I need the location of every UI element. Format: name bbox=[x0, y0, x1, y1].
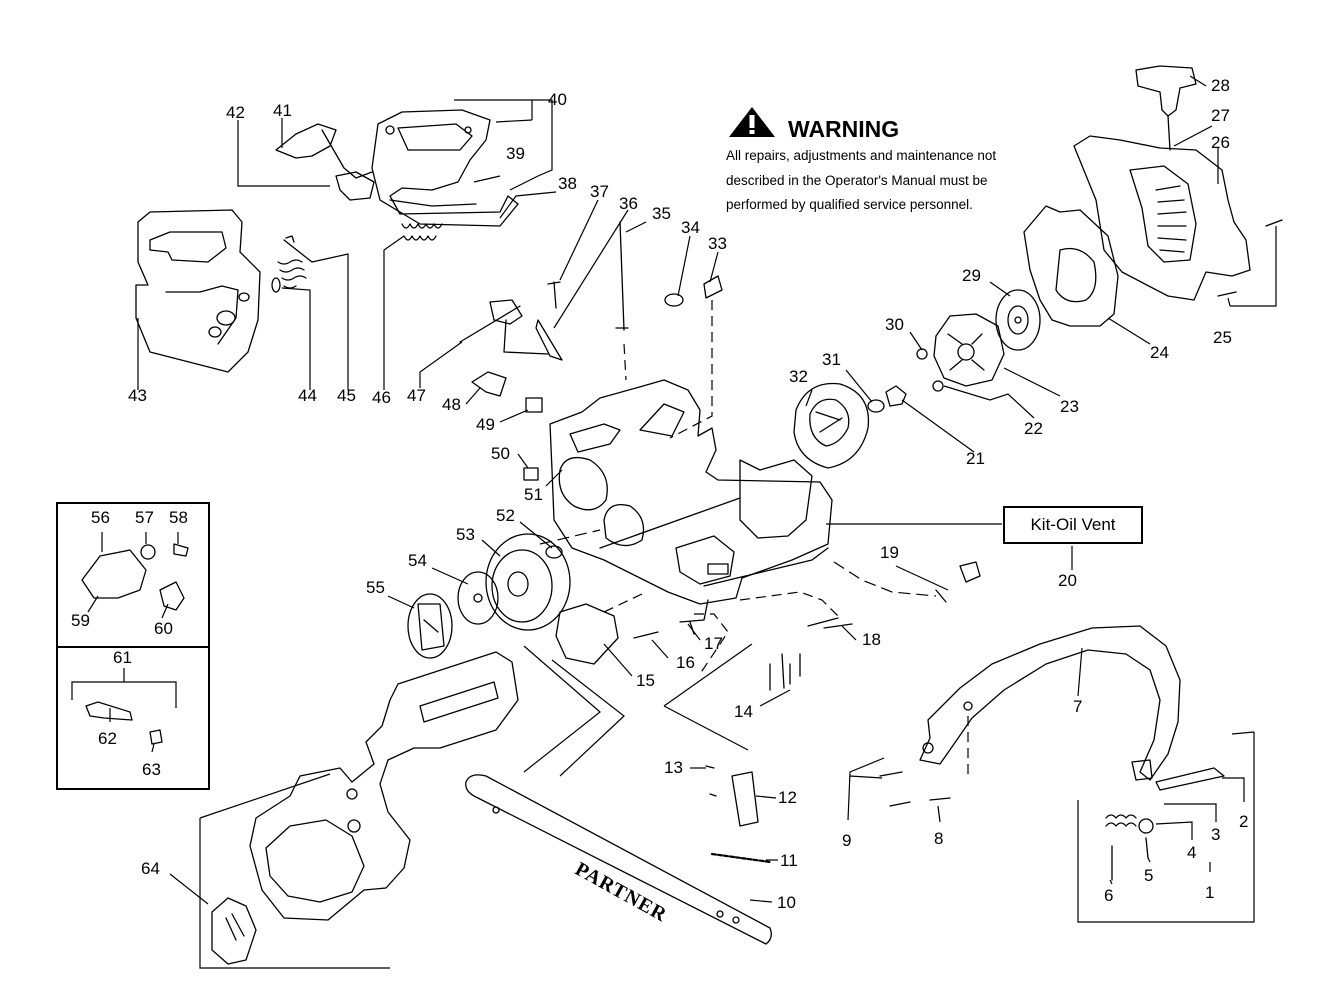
clutch-part bbox=[407, 593, 453, 659]
part-number-23: 23 bbox=[1060, 397, 1079, 416]
part-number-8: 8 bbox=[934, 829, 944, 848]
crankcase-part bbox=[549, 379, 833, 605]
part-number-56: 56 bbox=[91, 508, 110, 527]
part-number-55: 55 bbox=[366, 578, 385, 597]
part-number-38: 38 bbox=[558, 174, 577, 193]
part-number-2: 2 bbox=[1239, 812, 1249, 831]
part-number-9: 9 bbox=[842, 831, 852, 850]
part-number-21: 21 bbox=[966, 449, 985, 468]
part-number-53: 53 bbox=[456, 525, 475, 544]
sprocket-cover-part bbox=[249, 651, 519, 921]
part-number-58: 58 bbox=[169, 508, 188, 527]
part-number-39: 39 bbox=[506, 144, 525, 163]
part-number-18: 18 bbox=[862, 630, 881, 649]
part-number-27: 27 bbox=[1211, 106, 1230, 125]
starter-pawl-part bbox=[933, 313, 1005, 387]
part-number-26: 26 bbox=[1211, 133, 1230, 152]
part-number-42: 42 bbox=[226, 103, 245, 122]
part-number-16: 16 bbox=[676, 653, 695, 672]
part-number-62: 62 bbox=[98, 729, 117, 748]
part-number-59: 59 bbox=[71, 611, 90, 630]
guide-bar-part bbox=[465, 774, 772, 945]
part-number-51: 51 bbox=[524, 485, 543, 504]
part-number-44: 44 bbox=[298, 386, 317, 405]
part-number-52: 52 bbox=[496, 506, 515, 525]
part-number-31: 31 bbox=[822, 350, 841, 369]
warning-line-1: All repairs, adjustments and maintenance… bbox=[726, 148, 997, 163]
part-number-19: 19 bbox=[880, 543, 899, 562]
part-number-48: 48 bbox=[442, 395, 461, 414]
part-number-34: 34 bbox=[681, 218, 700, 237]
inset-box-lower bbox=[56, 646, 210, 790]
part-number-33: 33 bbox=[708, 234, 727, 253]
starter-grip-part bbox=[1135, 65, 1197, 117]
part-number-30: 30 bbox=[885, 315, 904, 334]
rear-handle-part bbox=[135, 209, 261, 373]
washer-54-part bbox=[457, 571, 499, 625]
spring-44-part bbox=[277, 259, 307, 289]
part-number-25: 25 bbox=[1213, 328, 1232, 347]
part-number-35: 35 bbox=[652, 204, 671, 223]
part-number-12: 12 bbox=[778, 788, 797, 807]
part-number-49: 49 bbox=[476, 415, 495, 434]
part-number-43: 43 bbox=[128, 386, 147, 405]
part-number-32: 32 bbox=[789, 367, 808, 386]
part-number-10: 10 bbox=[777, 893, 796, 912]
throttle-trigger-part bbox=[275, 123, 375, 201]
part-number-3: 3 bbox=[1211, 825, 1221, 844]
part-number-7: 7 bbox=[1073, 697, 1083, 716]
part-number-22: 22 bbox=[1024, 419, 1043, 438]
part-number-63: 63 bbox=[142, 760, 161, 779]
part-number-6: 6 bbox=[1104, 886, 1114, 905]
part-number-29: 29 bbox=[962, 266, 981, 285]
part-number-20: 20 bbox=[1058, 571, 1077, 590]
part-number-40: 40 bbox=[548, 90, 567, 109]
clutch-drum-part bbox=[485, 533, 571, 631]
starter-pulley-part bbox=[995, 289, 1041, 351]
part-number-64: 64 bbox=[141, 859, 160, 878]
part-number-4: 4 bbox=[1187, 843, 1197, 862]
fan-cover-part bbox=[1023, 205, 1119, 327]
part-number-1: 1 bbox=[1205, 883, 1215, 902]
part-number-36: 36 bbox=[619, 194, 638, 213]
part-number-17: 17 bbox=[704, 634, 723, 653]
warning-triangle-icon bbox=[729, 107, 775, 137]
flywheel-part bbox=[793, 382, 870, 469]
kit-oil-vent-label: Kit-Oil Vent bbox=[1003, 506, 1143, 544]
part-number-46: 46 bbox=[372, 388, 391, 407]
starter-housing-part bbox=[1073, 135, 1251, 301]
part-number-61: 61 bbox=[113, 648, 132, 667]
part-number-41: 41 bbox=[273, 101, 292, 120]
warning-title: WARNING bbox=[788, 116, 900, 142]
part-number-57: 57 bbox=[135, 508, 154, 527]
part-number-13: 13 bbox=[664, 758, 683, 777]
part-number-11: 11 bbox=[780, 851, 798, 870]
part-number-47: 47 bbox=[407, 386, 426, 405]
part-number-24: 24 bbox=[1150, 343, 1169, 362]
warning-line-3: performed by qualified service personnel… bbox=[726, 197, 973, 212]
warning-line-2: described in the Operator's Manual must … bbox=[726, 173, 988, 188]
part-number-28: 28 bbox=[1211, 76, 1230, 95]
part-number-60: 60 bbox=[154, 619, 173, 638]
part-number-5: 5 bbox=[1144, 866, 1154, 885]
part-number-45: 45 bbox=[337, 386, 356, 405]
front-handle-part bbox=[919, 625, 1181, 781]
part-number-15: 15 bbox=[636, 671, 655, 690]
top-handle-part bbox=[371, 109, 519, 227]
part-number-14: 14 bbox=[734, 702, 753, 721]
part-number-37: 37 bbox=[590, 182, 609, 201]
part-number-54: 54 bbox=[408, 551, 427, 570]
part-number-50: 50 bbox=[491, 444, 510, 463]
